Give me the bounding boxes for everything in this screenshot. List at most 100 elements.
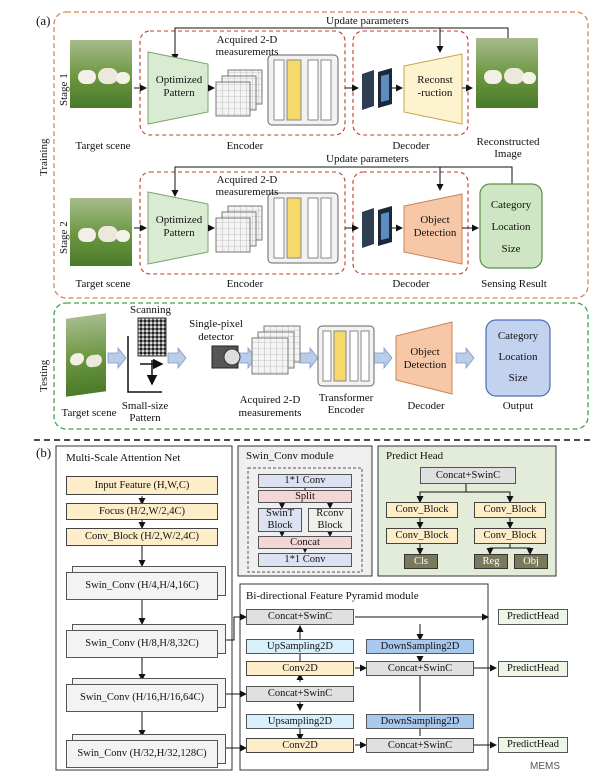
swint-block: SwinT Block (258, 508, 302, 532)
reconstructed-image-label: Reconstructed Image (476, 136, 540, 160)
input-feature-box: Input Feature (H,W,C) (66, 476, 218, 495)
small-size-label: Small-size Pattern (121, 400, 169, 424)
scan-pattern (137, 317, 167, 357)
panel-a-label: (a) (36, 13, 51, 28)
acquired-measurements-test: Acquired 2-D measurements (238, 394, 302, 419)
reconstructed-image (476, 38, 538, 108)
predict-head-title: Predict Head (386, 450, 444, 462)
bifpn-concat-mid: Concat+SwinC (366, 661, 474, 676)
msan-frame (55, 445, 233, 771)
bifpn-concat-top: Concat+SwinC (246, 609, 354, 625)
ph-conv-block-3: Conv_Block (386, 528, 458, 544)
predicthead-out-2: PredictHead (498, 661, 568, 677)
conv-block-box: Conv_Block (H/2,W/2,4C) (66, 528, 218, 546)
split-box: Split (258, 490, 352, 503)
swin-conv-stack-2: Swin_Conv (H/8,H/8,32C) (66, 630, 218, 658)
sensing-result-label: Sensing Result (481, 278, 547, 290)
training-frame (53, 11, 589, 299)
target-scene-image-test (66, 313, 106, 397)
acquired-measurements-1: Acquired 2-D measurements (215, 34, 279, 58)
transformer-block-2 (267, 192, 339, 264)
bifpn-title: Bi-directional Feature Pyramid module (246, 590, 419, 602)
reconstruction-shape (403, 53, 463, 125)
target-scene-image-1 (70, 40, 132, 108)
ph-conv-block-1: Conv_Block (386, 502, 458, 518)
decoder-2: Decoder (392, 278, 430, 290)
ph-conv-block-2: Conv_Block (474, 502, 546, 518)
bifpn-concat-bottom: Concat+SwinC (366, 738, 474, 753)
conv-1x1-bottom: 1*1 Conv (258, 553, 352, 567)
panel-b-label: (b) (36, 445, 52, 460)
object-detection-text-2: Object Detection (413, 214, 457, 239)
output-size: Size (508, 372, 528, 384)
focus-box: Focus (H/2,W/2,4C) (66, 503, 218, 520)
optimized-pattern-2: Optimized Pattern (155, 214, 203, 239)
bifpn-concat-left: Concat+SwinC (246, 686, 354, 702)
rconv-block: Rconv Block (308, 508, 352, 532)
optimized-pattern-shape-1 (147, 51, 209, 125)
target-scene-2: Target scene (75, 278, 131, 290)
concat-box: Concat (258, 536, 352, 549)
target-scene-1: Target scene (75, 140, 131, 152)
decoder-frame-2 (352, 171, 469, 275)
swin-conv-inner (247, 467, 363, 573)
training-label: Training (38, 138, 50, 177)
output-box (485, 319, 551, 397)
downsampling-1: DownSampling2D (366, 639, 474, 654)
pattern-axes (127, 336, 162, 393)
bifpn-frame (239, 583, 489, 771)
optimized-pattern-shape-2 (147, 191, 209, 265)
watermark: MEMS (530, 761, 560, 772)
single-pixel-label: Single-pixel detector (189, 318, 243, 343)
testing-label: Testing (38, 359, 50, 392)
update-parameters-1: Update parameters (326, 15, 409, 27)
result-category: Category (490, 199, 532, 211)
ph-concat-swinc: Concat+SwinC (420, 467, 516, 484)
update-parameters-2: Update parameters (326, 153, 409, 165)
measurement-stack-2 (215, 205, 263, 253)
reg-output: Reg (474, 554, 508, 569)
upsampling-2: Upsampling2D (246, 714, 354, 729)
swin-conv-stack-4: Swin_Conv (H/32,H/32,128C) (66, 740, 218, 768)
scanning-label: Scanning (130, 304, 171, 316)
object-detection-shape-2 (403, 193, 463, 265)
downsampling-2: DownSampling2D (366, 714, 474, 729)
swin-conv-stack-3: Swin_Conv (H/16,H/16,64C) (66, 684, 218, 712)
transformer-block-test (317, 325, 375, 387)
transformer-encoder-label: Transformer Encoder (318, 392, 374, 416)
encoder-1: Encoder (226, 140, 264, 152)
output-category: Category (497, 330, 539, 342)
decoder-slab-2 (362, 206, 392, 248)
object-detection-shape-test (395, 321, 453, 395)
conv2d-2: Conv2D (246, 738, 354, 753)
cls-output: Cls (404, 554, 438, 569)
encoder-2: Encoder (226, 278, 264, 290)
msan-title: Multi-Scale Attention Net (66, 452, 181, 464)
ph-conv-block-4: Conv_Block (474, 528, 546, 544)
measurement-stack-test (251, 325, 301, 375)
result-size: Size (501, 243, 521, 255)
output-location: Location (498, 351, 538, 363)
target-scene-test: Target scene (61, 407, 117, 419)
optimized-pattern-1: Optimized Pattern (155, 74, 203, 99)
decoder-test: Decoder (407, 400, 445, 412)
predicthead-out-3: PredictHead (498, 737, 568, 753)
obj-output: Obj (514, 554, 548, 569)
decoder-slab-1 (362, 68, 392, 110)
transformer-block-1 (267, 54, 339, 126)
swin-conv-stack-1: Swin_Conv (H/4,H/4,16C) (66, 572, 218, 600)
testing-frame (53, 302, 589, 430)
predicthead-out-1: PredictHead (498, 609, 568, 625)
stage1-label: Stage 1 (58, 73, 70, 106)
output-lines: Category Location Size (486, 326, 550, 389)
decoder-1: Decoder (392, 140, 430, 152)
encoder-frame-1 (139, 30, 346, 136)
conv2d-1: Conv2D (246, 661, 354, 676)
object-detection-text-test: Object Detection (403, 346, 447, 371)
single-pixel-detector (211, 345, 241, 369)
upsampling-1: UpSampling2D (246, 639, 354, 654)
conv-1x1-top: 1*1 Conv (258, 474, 352, 488)
encoder-frame-2 (139, 171, 346, 275)
target-scene-image-2 (70, 198, 132, 266)
